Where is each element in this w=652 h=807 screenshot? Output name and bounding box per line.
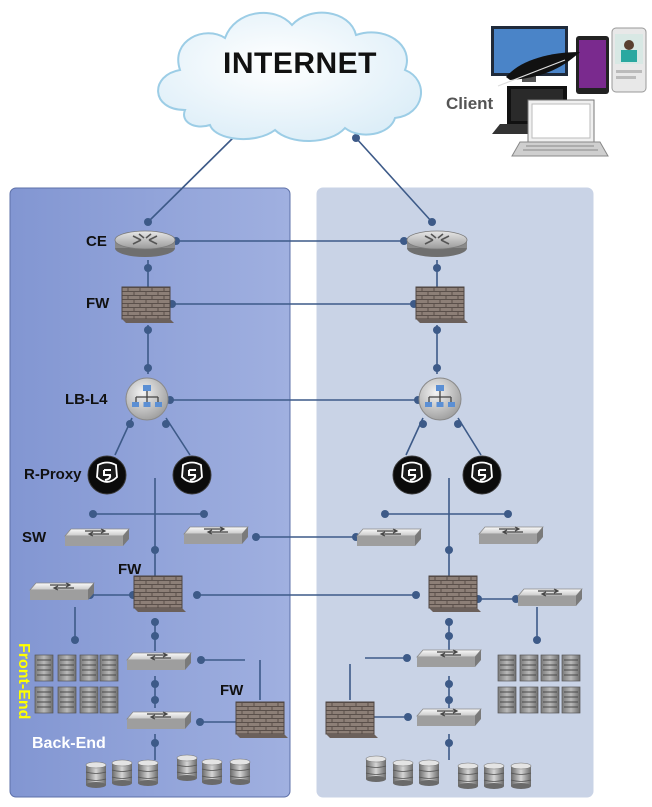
switch-icon — [416, 708, 482, 727]
fw-mid-label: FW — [118, 561, 142, 578]
phone-icon — [611, 27, 647, 93]
left-zone — [9, 187, 291, 798]
firewall-icon-right-low — [325, 701, 379, 739]
client-devices — [491, 26, 647, 157]
reverse-proxy-icon — [462, 455, 502, 495]
switch-icon — [64, 528, 130, 547]
switch-icon — [29, 582, 95, 601]
switch-icon — [356, 528, 422, 547]
lb-label: LB-L4 — [65, 391, 108, 408]
rproxy-label: R-Proxy — [24, 466, 82, 483]
router-icon-right — [406, 230, 468, 258]
firewall-icon-right-mid — [428, 575, 482, 613]
reverse-proxy-icon — [172, 455, 212, 495]
client-label: Client — [446, 94, 494, 113]
switch-icon — [126, 711, 192, 730]
load-balancer-icon-left — [125, 377, 169, 421]
firewall-icon-right-top — [415, 286, 469, 324]
ce-label: CE — [86, 233, 107, 250]
laptop-icon — [492, 86, 609, 157]
reverse-proxy-icon — [87, 455, 127, 495]
switch-icon — [478, 526, 544, 545]
switch-icon — [183, 526, 249, 545]
firewall-icon-left-top — [121, 286, 175, 324]
load-balancer-icon-right — [418, 377, 462, 421]
firewall-icon-left-mid — [133, 575, 187, 613]
switch-icon — [126, 652, 192, 671]
firewall-icon-left-low — [235, 701, 289, 739]
quill-icon — [497, 52, 580, 87]
sw-label: SW — [22, 529, 47, 546]
back-end-label: Back-End — [32, 735, 106, 752]
tablet-icon — [576, 36, 609, 94]
fw-label: FW — [86, 295, 110, 312]
right-zone — [316, 187, 594, 798]
switch-icon — [416, 649, 482, 668]
cloud-icon — [157, 11, 422, 142]
switch-icon — [517, 588, 583, 607]
fw-low-label: FW — [220, 682, 244, 699]
router-icon-left — [114, 230, 176, 258]
front-end-label: Front-End — [15, 643, 32, 720]
reverse-proxy-icon — [392, 455, 432, 495]
internet-title: INTERNET — [223, 47, 377, 80]
